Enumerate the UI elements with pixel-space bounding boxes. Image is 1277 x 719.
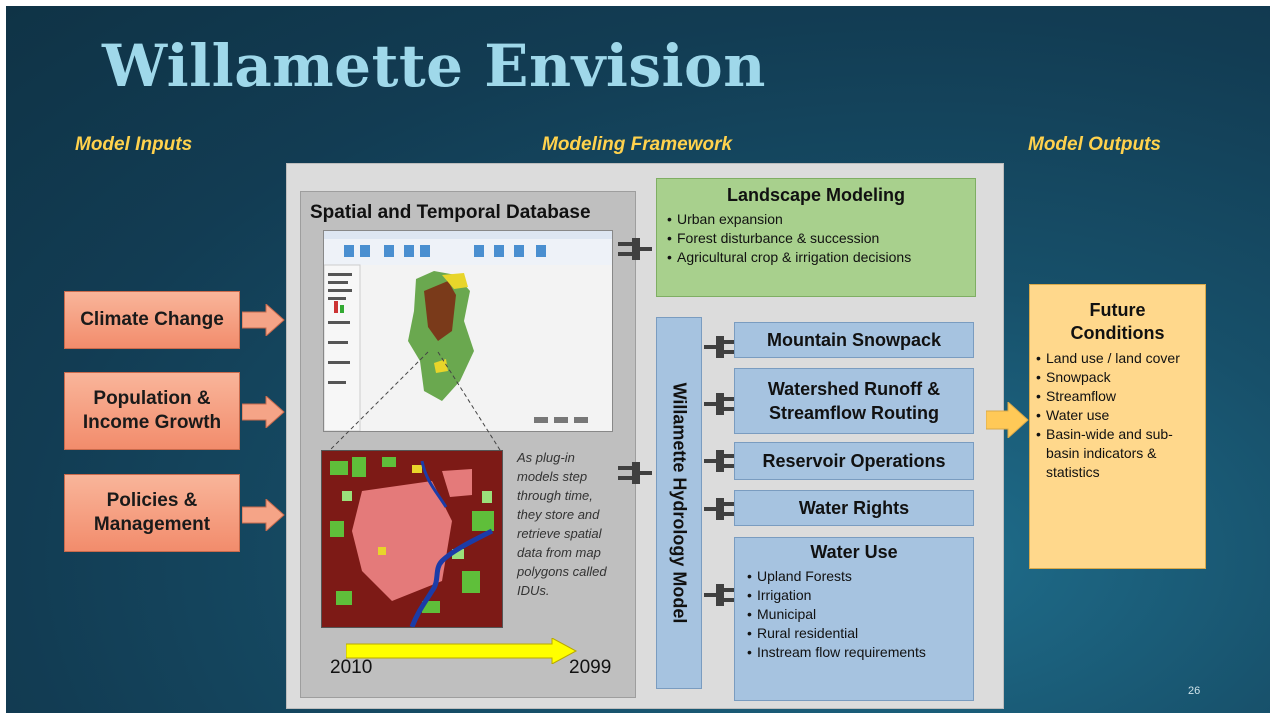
module-reservoir-operations: Reservoir Operations <box>734 442 974 480</box>
module-label: Water Rights <box>798 498 910 518</box>
plug-connector-icon <box>704 450 736 472</box>
database-title: Spatial and Temporal Database <box>310 202 591 223</box>
list-item: Urban expansion <box>667 210 975 229</box>
year-start: 2010 <box>330 657 373 678</box>
slide-title: Willamette Envision <box>102 32 766 100</box>
list-item: Municipal <box>747 605 927 624</box>
header-modeling-framework: Modeling Framework <box>542 134 733 155</box>
plugin-description: As plug-in models step through time, the… <box>517 450 607 598</box>
input-label: Climate Change <box>80 309 224 330</box>
list-item: Streamflow <box>1036 387 1186 406</box>
module-water-use: Water Use Upland Forests Irrigation Muni… <box>734 537 974 701</box>
module-label: Reservoir Operations <box>762 451 946 471</box>
list-item: Snowpack <box>1036 368 1186 387</box>
module-label: Mountain Snowpack <box>766 330 941 350</box>
list-item: Upland Forests <box>747 567 927 586</box>
module-mountain-snowpack: Mountain Snowpack <box>734 322 974 358</box>
idu-inset-map-image <box>321 450 503 628</box>
list-item: Irrigation <box>747 586 927 605</box>
header-model-inputs: Model Inputs <box>75 134 193 155</box>
input-label: Policies & Management <box>93 490 211 535</box>
header-model-outputs: Model Outputs <box>1028 134 1161 155</box>
future-conditions-box: Future Conditions Land use / land cover … <box>1029 284 1206 569</box>
hydrology-model-title: Willamette Hydrology Model <box>669 382 690 624</box>
list-item: Agricultural crop & irrigation decisions <box>667 248 975 267</box>
plug-connector-icon <box>704 584 736 606</box>
slide: Willamette Envision Model Inputs Modelin… <box>6 6 1270 713</box>
list-item: Basin-wide and sub-basin indicators & st… <box>1036 425 1186 482</box>
future-conditions-title: Future Conditions <box>1070 300 1165 343</box>
arrow-right-icon <box>986 402 1029 438</box>
module-watershed-runoff: Watershed Runoff & Streamflow Routing <box>734 368 974 434</box>
zoom-lines <box>329 351 501 451</box>
module-label: Watershed Runoff & Streamflow Routing <box>767 379 941 423</box>
plug-connector-icon <box>704 336 736 358</box>
plug-connector-icon <box>704 393 736 415</box>
list-item: Rural residential <box>747 624 927 643</box>
plug-connector-icon <box>618 238 652 260</box>
input-label: Population & Income Growth <box>82 388 222 433</box>
list-item: Forest disturbance & succession <box>667 229 975 248</box>
landscape-modeling-box: Landscape Modeling Urban expansion Fores… <box>656 178 976 297</box>
module-water-rights: Water Rights <box>734 490 974 526</box>
list-item: Instream flow requirements <box>747 643 927 662</box>
landscape-title: Landscape Modeling <box>726 185 906 205</box>
arrow-right-icon <box>242 396 285 428</box>
year-end: 2099 <box>569 657 612 678</box>
input-climate-change: Climate Change <box>64 291 240 349</box>
hydrology-model-bar <box>656 317 702 689</box>
timeline-arrow-icon <box>346 638 578 664</box>
input-population-income: Population & Income Growth <box>64 372 240 450</box>
arrow-right-icon <box>242 499 285 531</box>
water-use-title: Water Use <box>810 542 898 562</box>
arrow-right-icon <box>242 304 285 336</box>
page-number: 26 <box>1188 685 1201 697</box>
list-item: Land use / land cover <box>1036 349 1186 368</box>
list-item: Water use <box>1036 406 1186 425</box>
envision-screenshot-image <box>323 230 613 432</box>
input-policies-management: Policies & Management <box>64 474 240 552</box>
plug-connector-icon <box>618 462 652 484</box>
plug-connector-icon <box>704 498 736 520</box>
